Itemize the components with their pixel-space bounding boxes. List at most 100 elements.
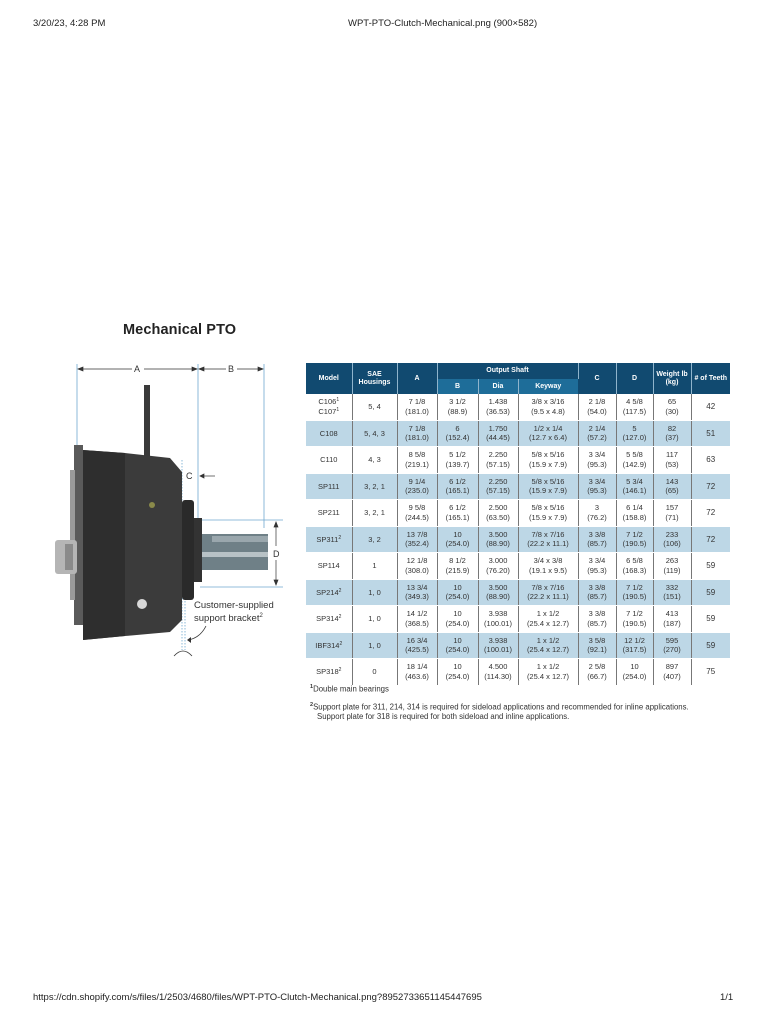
cell-model: C110 xyxy=(306,446,353,474)
value-keyway-metric: (22.2 x 11.1) xyxy=(527,592,569,602)
cell-c: 2 1/8(54.0) xyxy=(578,394,617,421)
value-c: 3 3/8 xyxy=(588,582,606,592)
value-b: 8 1/2 xyxy=(449,556,466,566)
cell-b: 10(254.0) xyxy=(437,526,479,553)
value-a-metric: (308.0) xyxy=(405,565,429,575)
value-dia-metric: (100.01) xyxy=(484,645,512,655)
cell-model: SP111 xyxy=(306,473,353,500)
support-bracket-callout: Customer-supplied support bracket2 xyxy=(194,600,274,624)
value-a-metric: (425.5) xyxy=(405,645,429,655)
cell-teeth: 42 xyxy=(691,394,730,421)
value-a-metric: (352.4) xyxy=(405,539,429,549)
model-name: SP211 xyxy=(317,508,340,517)
footnote-2-text: Support plate for 311, 214, 314 is requi… xyxy=(313,702,689,712)
value-dia-metric: (76.20) xyxy=(486,565,510,575)
value-weight: 897 xyxy=(665,662,679,672)
value-dia: 3.938 xyxy=(488,609,508,619)
value-c: 3 3/4 xyxy=(588,450,606,460)
value-a: 12 1/8 xyxy=(406,556,428,566)
value-c-metric: (85.7) xyxy=(587,592,607,602)
cell-d: 6 1/4(158.8) xyxy=(616,499,654,527)
cell-b: 6 1/2(165.1) xyxy=(437,473,479,500)
cell-teeth: 72 xyxy=(691,526,730,553)
footnote-2: 2Support plate for 311, 214, 314 is requ… xyxy=(310,700,689,723)
value-a-metric: (181.0) xyxy=(405,406,429,416)
cell-saf-housings: 3, 2, 1 xyxy=(352,473,398,500)
header-teeth: # of Teeth xyxy=(691,363,730,394)
cell-b: 10(254.0) xyxy=(437,632,479,659)
model-name: SP114 xyxy=(317,561,340,570)
value-weight-metric: (151) xyxy=(663,592,681,602)
footnote-2-mark: 2 xyxy=(310,701,314,708)
footnote-1-text: Double main bearings xyxy=(313,684,389,694)
cell-b: 10(254.0) xyxy=(437,579,479,606)
cell-d: 7 1/2(190.5) xyxy=(616,579,654,606)
value-weight-metric: (187) xyxy=(663,618,681,628)
value-a-metric: (181.0) xyxy=(405,433,429,443)
model-name: SP311 xyxy=(316,534,339,544)
callout-line2-wrap: support bracket2 xyxy=(194,611,274,624)
value-a: 7 1/8 xyxy=(408,397,426,407)
cell-weight: 595(270) xyxy=(653,632,692,659)
value-c: 3 3/4 xyxy=(588,476,606,486)
cell-weight: 143(65) xyxy=(653,473,692,500)
value-weight: 117 xyxy=(666,450,678,460)
value-keyway: 3/8 x 3/16 xyxy=(531,397,565,407)
value-dia-metric: (63.50) xyxy=(486,512,510,522)
cell-c: 3 5/8(92.1) xyxy=(578,632,617,659)
cell-model: SP211 xyxy=(306,499,353,527)
value-c-metric: (85.7) xyxy=(587,618,607,628)
cell-dia: 3.500(88.90) xyxy=(478,526,519,553)
cell-d: 7 1/2(190.5) xyxy=(616,526,654,553)
value-dia: 3.000 xyxy=(488,556,508,566)
value-b-metric: (254.0) xyxy=(445,539,470,549)
cell-c: 2 5/8(66.7) xyxy=(578,658,617,686)
header-dia: Dia xyxy=(478,379,519,394)
value-dia: 2.250 xyxy=(488,450,508,460)
model-name-2: C107 xyxy=(318,406,337,416)
cell-model: SP2142 xyxy=(306,579,353,606)
value-keyway-metric: (9.5 x 4.8) xyxy=(531,406,565,416)
value-d-metric: (127.0) xyxy=(622,433,647,443)
model-name: C106 xyxy=(318,397,337,407)
cell-b: 6(152.4) xyxy=(437,420,479,447)
cell-keyway: 3/8 x 3/16(9.5 x 4.8) xyxy=(518,394,579,421)
value-d: 4 5/8 xyxy=(626,397,643,407)
cell-saf-housings: 4, 3 xyxy=(352,446,398,474)
value-d: 12 1/2 xyxy=(624,635,645,645)
value-d: 7 1/2 xyxy=(626,609,643,619)
value-c: 3 xyxy=(594,503,600,513)
cell-model: SP3112 xyxy=(306,526,353,553)
value-d-metric: (190.5) xyxy=(622,592,647,602)
cell-teeth: 51 xyxy=(691,420,730,447)
value-b: 6 1/2 xyxy=(449,503,466,513)
cell-d: 4 5/8(117.5) xyxy=(616,394,654,421)
value-a: 8 5/8 xyxy=(408,450,426,460)
cell-weight: 157(71) xyxy=(653,499,692,527)
value-dia: 3.938 xyxy=(488,635,508,645)
cell-dia: 2.250(57.15) xyxy=(478,446,519,474)
cell-saf-housings: 3, 2, 1 xyxy=(352,499,398,527)
cell-saf-housings: 1 xyxy=(352,552,398,580)
value-d: 6 5/8 xyxy=(626,556,643,566)
cell-weight: 332(151) xyxy=(653,579,692,606)
cell-a: 9 1/4(235.0) xyxy=(397,473,438,500)
value-dia: 1.438 xyxy=(488,397,508,407)
dim-label-d: D xyxy=(273,549,280,559)
cell-teeth: 63 xyxy=(691,446,730,474)
model-name: SP318 xyxy=(316,667,339,676)
value-a-metric: (349.3) xyxy=(405,592,429,602)
value-keyway: 7/8 x 7/16 xyxy=(531,529,565,539)
value-weight-metric: (270) xyxy=(663,645,681,655)
model-name: C110 xyxy=(320,455,338,464)
value-keyway-metric: (12.7 x 6.4) xyxy=(529,433,567,443)
cell-weight: 263(119) xyxy=(653,552,692,580)
value-b: 10 xyxy=(453,529,462,539)
cell-c: 3 3/8(85.7) xyxy=(578,579,617,606)
print-header: 3/20/23, 4:28 PM WPT-PTO-Clutch-Mechanic… xyxy=(0,18,768,32)
value-weight-metric: (119) xyxy=(663,565,681,575)
value-keyway: 7/8 x 7/16 xyxy=(531,582,565,592)
